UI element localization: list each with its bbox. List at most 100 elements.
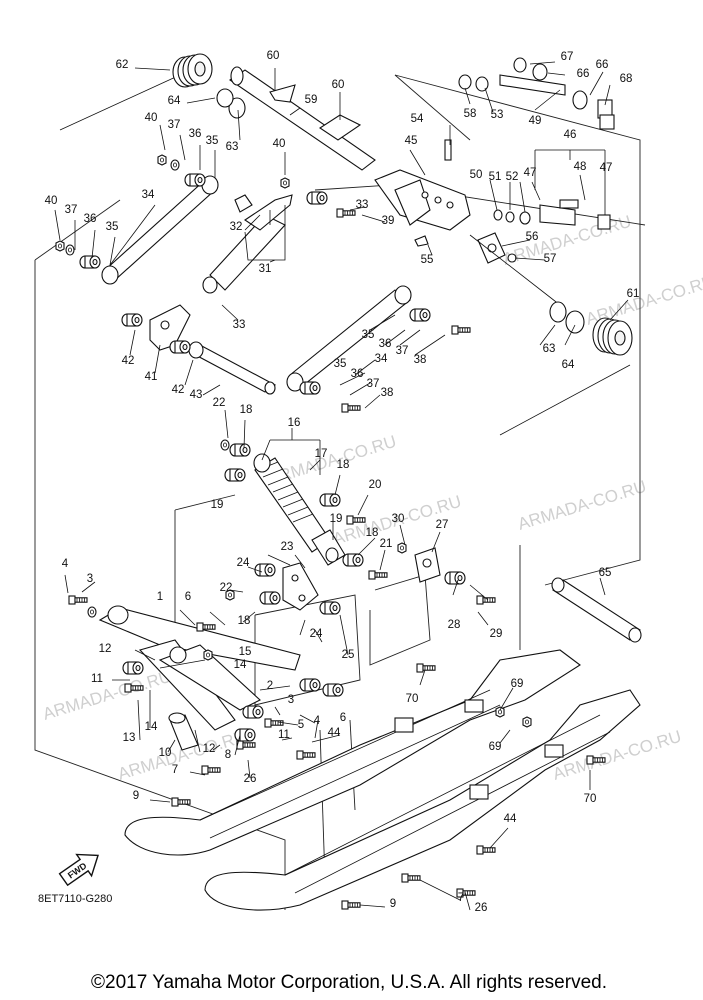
- callout-19: 19: [211, 499, 224, 511]
- callout-40: 40: [45, 195, 58, 207]
- callout-33: 33: [233, 319, 246, 331]
- callout-18: 18: [238, 615, 251, 627]
- callout-26: 26: [244, 773, 257, 785]
- callout-37: 37: [396, 345, 409, 357]
- callout-64: 64: [168, 95, 181, 107]
- adjuster-assembly: [493, 199, 611, 230]
- callout-63: 63: [226, 141, 239, 153]
- callout-6: 6: [185, 591, 191, 603]
- callout-9: 9: [390, 898, 396, 910]
- callout-36: 36: [351, 368, 364, 380]
- callout-37: 37: [367, 378, 380, 390]
- callout-42: 42: [122, 355, 135, 367]
- callout-6: 6: [340, 712, 346, 724]
- callout-69: 69: [489, 741, 502, 753]
- callout-34: 34: [142, 189, 155, 201]
- callout-18: 18: [240, 404, 253, 416]
- svg-text:ARMADA-CO.RU: ARMADA-CO.RU: [516, 477, 649, 534]
- callout-12: 12: [99, 643, 112, 655]
- callout-27: 27: [436, 519, 449, 531]
- callout-30: 30: [392, 513, 405, 525]
- svg-text:ARMADA-CO.RU: ARMADA-CO.RU: [41, 667, 174, 724]
- callout-2: 2: [267, 680, 273, 692]
- rear-shaft: [216, 66, 376, 171]
- callout-35: 35: [334, 358, 347, 370]
- callout-34: 34: [375, 353, 388, 365]
- callout-44: 44: [328, 727, 341, 739]
- callout-4: 4: [314, 715, 321, 727]
- callout-31: 31: [259, 263, 272, 275]
- callout-62: 62: [116, 59, 129, 71]
- callout-40: 40: [273, 138, 286, 150]
- callout-7: 7: [172, 764, 178, 776]
- callout-47: 47: [524, 167, 537, 179]
- callout-41: 41: [145, 371, 158, 383]
- callout-67: 67: [561, 51, 574, 63]
- plate: [477, 232, 517, 264]
- callout-18: 18: [337, 459, 350, 471]
- callout-10: 10: [159, 747, 172, 759]
- callout-19: 19: [330, 513, 343, 525]
- callout-12: 12: [203, 743, 216, 755]
- callout-35: 35: [106, 221, 119, 233]
- callout-20: 20: [369, 479, 382, 491]
- callout-9: 9: [133, 790, 139, 802]
- callout-35: 35: [362, 329, 375, 341]
- callout-57: 57: [544, 253, 557, 265]
- callout-28: 28: [448, 619, 461, 631]
- callout-70: 70: [406, 693, 419, 705]
- callout-8: 8: [225, 749, 231, 761]
- callout-5: 5: [298, 719, 304, 731]
- callout-3: 3: [288, 694, 294, 706]
- callout-38: 38: [381, 387, 394, 399]
- callout-47: 47: [600, 162, 613, 174]
- callout-52: 52: [506, 171, 519, 183]
- callout-66: 66: [577, 68, 590, 80]
- callout-18: 18: [366, 527, 379, 539]
- callout-44: 44: [504, 813, 517, 825]
- callout-22: 22: [220, 582, 233, 594]
- callout-58: 58: [464, 108, 477, 120]
- callout-24: 24: [237, 557, 250, 569]
- torsion-spring-right: [499, 301, 633, 436]
- callout-32: 32: [230, 221, 243, 233]
- rear-shock-spring: [253, 453, 346, 566]
- callout-48: 48: [574, 161, 587, 173]
- callout-42: 42: [172, 384, 185, 396]
- bracket: [374, 139, 471, 247]
- rear-axle-shaft: [551, 577, 642, 643]
- link-plate: [282, 562, 319, 611]
- copyright-notice: ©2017 Yamaha Motor Corporation, U.S.A. A…: [91, 972, 607, 993]
- callout-3: 3: [87, 573, 93, 585]
- callout-11: 11: [91, 673, 103, 685]
- callout-21: 21: [380, 538, 393, 550]
- callout-45: 45: [405, 135, 418, 147]
- callout-26: 26: [475, 902, 488, 914]
- callout-68: 68: [620, 73, 633, 85]
- callout-15: 15: [239, 646, 252, 658]
- front-arm: [98, 605, 301, 731]
- callout-36: 36: [379, 338, 392, 350]
- collar: [168, 712, 199, 751]
- callout-4: 4: [62, 558, 69, 570]
- lever: [414, 547, 441, 583]
- callout-13: 13: [123, 732, 136, 744]
- shock-absorber: [202, 194, 293, 294]
- callout-66: 66: [596, 59, 609, 71]
- upper-arm-right: [286, 285, 412, 392]
- callout-53: 53: [491, 109, 504, 121]
- callout-39: 39: [382, 215, 395, 227]
- front-bracket: [149, 304, 277, 395]
- slide-rail-lower: [204, 689, 641, 911]
- callout-51: 51: [489, 171, 502, 183]
- callout-56: 56: [526, 231, 539, 243]
- callout-49: 49: [529, 115, 542, 127]
- callout-16: 16: [288, 417, 301, 429]
- leader-lines: [54, 61, 629, 911]
- callout-43: 43: [190, 389, 203, 401]
- callout-55: 55: [421, 254, 434, 266]
- callout-24: 24: [310, 628, 323, 640]
- slide-rail-upper: [124, 649, 581, 856]
